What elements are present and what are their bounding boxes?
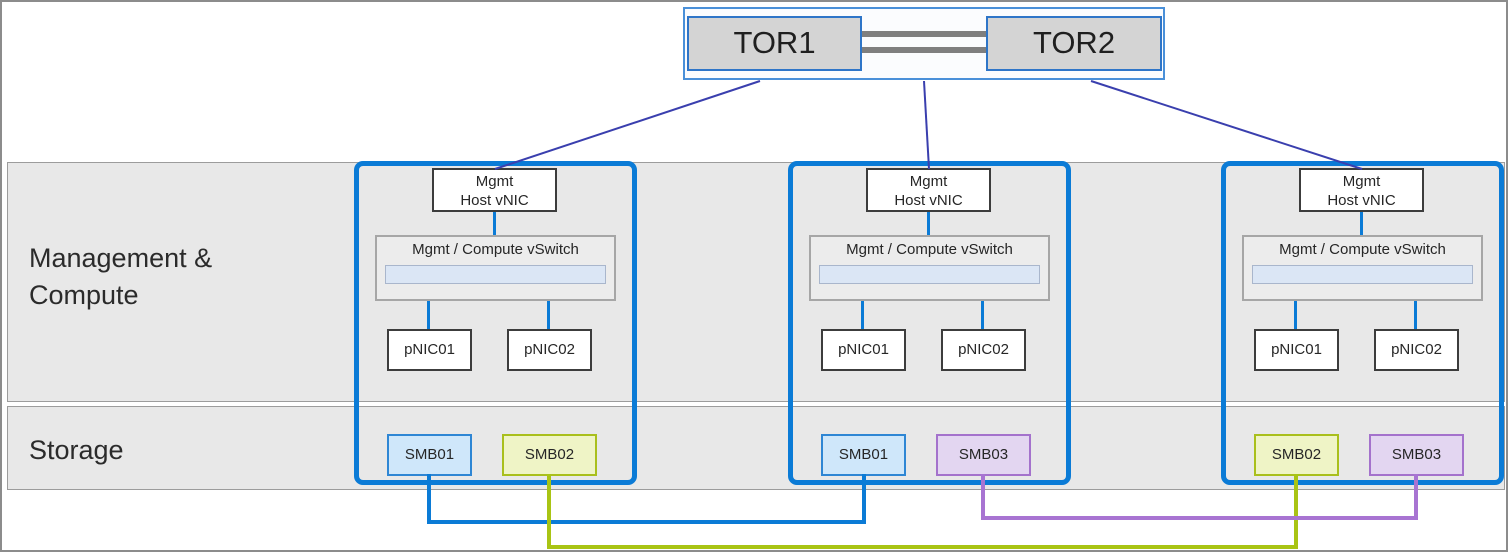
vswitch-box: Mgmt / Compute vSwitch [375, 235, 616, 301]
vnic-label-line1: Mgmt [1342, 173, 1381, 190]
tor-host1-wire [494, 80, 761, 170]
smb03-box: SMB03 [1369, 434, 1464, 476]
vswitch-pnic01-connector [427, 301, 430, 329]
tor2-switch: TOR2 [986, 16, 1162, 71]
host-node-1: Mgmt Host vNIC Mgmt / Compute vSwitch pN… [354, 161, 637, 485]
pnic01-box: pNIC01 [387, 329, 472, 371]
management-compute-label: Management & Compute [29, 240, 212, 314]
vnic-vswitch-connector [927, 212, 930, 235]
vswitch-box: Mgmt / Compute vSwitch [809, 235, 1050, 301]
vswitch-pnic01-connector [1294, 301, 1297, 329]
smb02-box: SMB02 [1254, 434, 1339, 476]
pnic02-box: pNIC02 [507, 329, 592, 371]
tor1-switch: TOR1 [687, 16, 862, 71]
vswitch-pnic01-connector [861, 301, 864, 329]
vswitch-pnic02-connector [1414, 301, 1417, 329]
mgmt-host-vnic-box: Mgmt Host vNIC [1299, 168, 1424, 212]
smb03-box: SMB03 [936, 434, 1031, 476]
host-node-2: Mgmt Host vNIC Mgmt / Compute vSwitch pN… [788, 161, 1071, 485]
vswitch-box: Mgmt / Compute vSwitch [1242, 235, 1483, 301]
tor-host3-wire [1090, 80, 1363, 170]
mgmt-host-vnic-box: Mgmt Host vNIC [866, 168, 991, 212]
vswitch-pnic02-connector [547, 301, 550, 329]
pnic01-box: pNIC01 [1254, 329, 1339, 371]
pnic02-box: pNIC02 [941, 329, 1026, 371]
tor-switch-pair: TOR1 TOR2 [683, 7, 1165, 80]
vswitch-port-bar [1252, 265, 1473, 284]
vnic-label-line1: Mgmt [909, 173, 948, 190]
vnic-label-line1: Mgmt [475, 173, 514, 190]
tor-interlink-top [862, 31, 986, 37]
tor-host2-wire [923, 80, 930, 170]
vswitch-port-bar [819, 265, 1040, 284]
vswitch-pnic02-connector [981, 301, 984, 329]
smb01-box: SMB01 [821, 434, 906, 476]
vswitch-label: Mgmt / Compute vSwitch [412, 241, 579, 258]
vnic-vswitch-connector [1360, 212, 1363, 235]
pnic01-box: pNIC01 [821, 329, 906, 371]
pnic02-box: pNIC02 [1374, 329, 1459, 371]
vnic-label-line2: Host vNIC [894, 192, 963, 209]
vnic-vswitch-connector [493, 212, 496, 235]
vnic-label-line2: Host vNIC [460, 192, 529, 209]
vswitch-label: Mgmt / Compute vSwitch [1279, 241, 1446, 258]
tor-interlink-bottom [862, 47, 986, 53]
vswitch-port-bar [385, 265, 606, 284]
management-compute-label-line1: Management & [29, 243, 213, 273]
smb01-box: SMB01 [387, 434, 472, 476]
storage-label: Storage [29, 435, 124, 465]
vswitch-label: Mgmt / Compute vSwitch [846, 241, 1013, 258]
host-node-3: Mgmt Host vNIC Mgmt / Compute vSwitch pN… [1221, 161, 1504, 485]
smb02-box: SMB02 [502, 434, 597, 476]
mgmt-host-vnic-box: Mgmt Host vNIC [432, 168, 557, 212]
management-compute-label-line2: Compute [29, 280, 139, 310]
vnic-label-line2: Host vNIC [1327, 192, 1396, 209]
